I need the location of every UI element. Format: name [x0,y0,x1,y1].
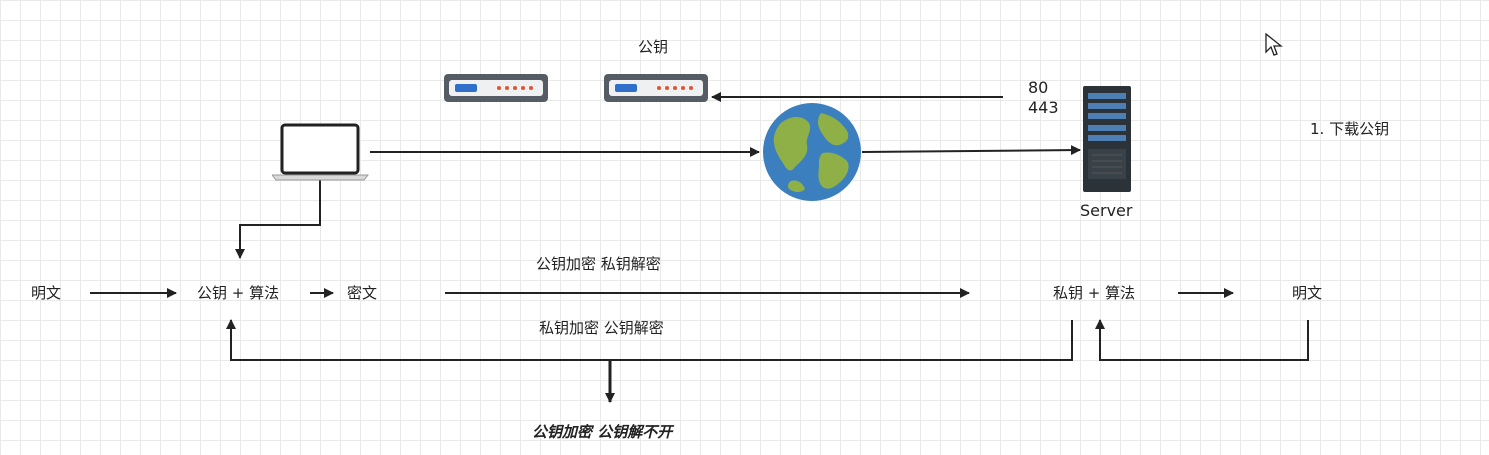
caption-note: 公钥加密 公钥解不开 [532,423,673,441]
port-443: 443 [1028,98,1059,117]
arrow-laptop-to-pubkey [235,180,321,259]
plaintext-right-node: 明文 [1292,284,1323,302]
forward-edge-label: 公钥加密 私钥解密 [536,255,661,273]
step-note: 1. 下载公钥 [1310,120,1390,138]
laptop-icon [272,123,370,181]
globe-icon [763,103,861,201]
privkey-algorithm-node: 私钥 + 算法 [1053,284,1136,302]
ciphertext-node: 密文 [347,284,378,302]
arrow-return-to-pubkey [226,319,1073,361]
port-80: 80 [1028,78,1049,97]
key-device-icon [604,74,708,102]
server-icon [1083,86,1131,192]
plaintext-left-node: 明文 [31,284,62,302]
cursor-icon [1265,33,1283,56]
port-list: 80 443 [1028,78,1059,118]
public-key-label: 公钥 [638,38,669,56]
server-label: Server [1080,201,1133,220]
key-device-icon [444,74,548,102]
pubkey-algorithm-node: 公钥 + 算法 [197,284,280,302]
backward-edge-label: 私钥加密 公钥解密 [539,319,664,337]
arrow-globe-to-server [861,145,1081,156]
arrow-plaintext-to-privkey [1095,319,1309,361]
